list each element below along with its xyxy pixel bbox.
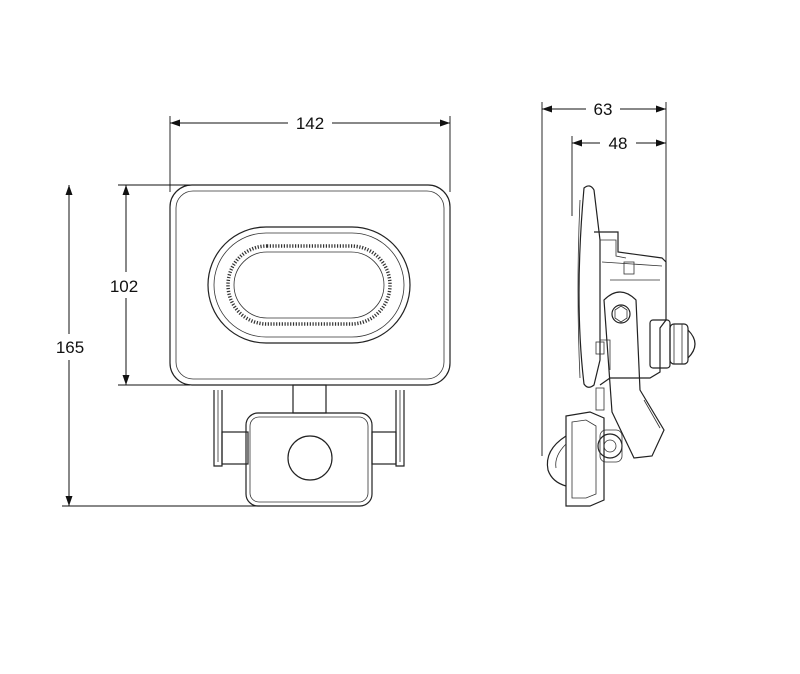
- dimension-label-body-depth: 48: [609, 134, 628, 153]
- side-cable-gland: [649, 319, 696, 369]
- side-view: [546, 185, 696, 507]
- dimension-height-102: 102: [110, 185, 138, 385]
- extension-lines: [62, 102, 667, 507]
- front-lens: [207, 226, 411, 344]
- dimension-label-total-height: 165: [56, 338, 84, 357]
- front-sensor: [245, 412, 373, 507]
- dimension-width-142: 142: [170, 114, 450, 133]
- dimension-label-total-depth: 63: [594, 100, 613, 119]
- dimension-height-165: 165: [56, 185, 84, 506]
- dimension-label-body-height: 102: [110, 277, 138, 296]
- side-sensor: [546, 411, 623, 507]
- dimension-label-width: 142: [296, 114, 324, 133]
- dimension-depth-63: 63: [542, 100, 666, 119]
- dimension-depth-48: 48: [572, 134, 666, 153]
- front-view: [169, 184, 451, 507]
